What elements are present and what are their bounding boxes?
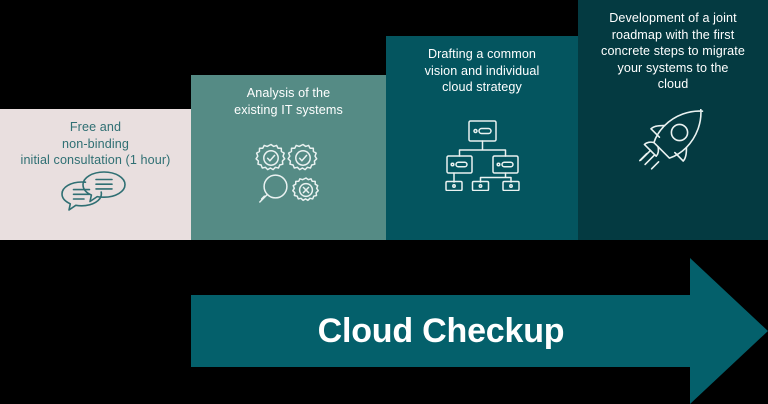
gears-magnifier-icon bbox=[254, 143, 323, 212]
step-2-label: Analysis of the existing IT systems bbox=[234, 86, 343, 117]
step-card-4[interactable]: Development of a joint roadmap with the … bbox=[578, 0, 768, 240]
rocket-icon bbox=[638, 108, 708, 178]
org-chart-icon bbox=[443, 119, 521, 196]
step-3-label: Drafting a common vision and individual … bbox=[424, 47, 540, 95]
step-card-3[interactable]: Drafting a common vision and individual … bbox=[386, 36, 578, 240]
arrow-banner[interactable]: Cloud Checkup bbox=[191, 258, 768, 404]
step-1-label: Free and non-binding initial consultatio… bbox=[20, 120, 171, 168]
right-arrow-banner bbox=[191, 258, 768, 404]
step-card-2[interactable]: Analysis of the existing IT systems bbox=[191, 75, 386, 240]
arrow-label: Cloud Checkup bbox=[317, 311, 565, 350]
step-4-label: Development of a joint roadmap with the … bbox=[601, 11, 745, 92]
speech-bubbles-icon bbox=[60, 169, 132, 216]
step-card-1[interactable]: Free and non-binding initial consultatio… bbox=[0, 109, 191, 240]
